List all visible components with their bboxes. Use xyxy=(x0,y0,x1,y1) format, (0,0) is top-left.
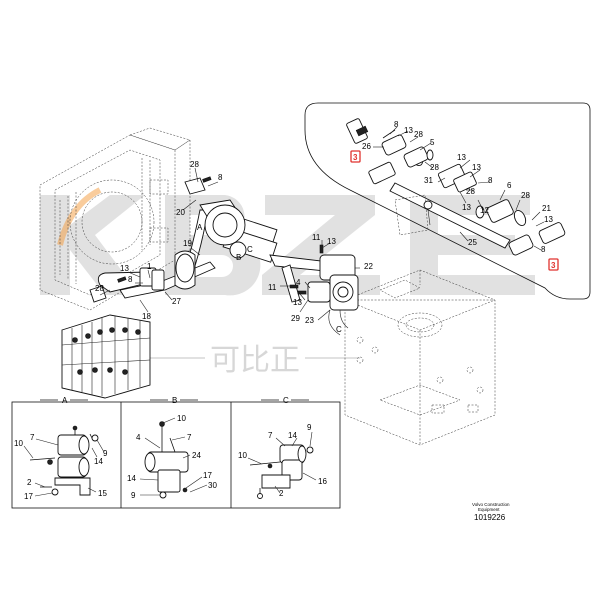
inset-callouts: 3 3 xyxy=(350,150,559,271)
detail-c-label-10: 10 xyxy=(238,451,247,460)
label-13-center: 13 xyxy=(327,237,336,246)
detail-c-drawing xyxy=(249,444,314,499)
inset-exploded-view: 3 3 8 xyxy=(304,102,591,300)
label-20: 20 xyxy=(176,208,185,217)
watermark-swoosh xyxy=(57,187,102,246)
callout-3-right: 3 xyxy=(551,261,556,270)
label-11: 11 xyxy=(312,233,321,242)
detail-a-label-10: 10 xyxy=(14,439,23,448)
inset-label-5: 5 xyxy=(430,138,435,147)
detail-c-label-14: 14 xyxy=(288,431,297,440)
label-28: 28 xyxy=(190,160,199,169)
control-valve xyxy=(61,314,151,399)
detail-letter-a: A xyxy=(62,396,68,405)
main-piping xyxy=(89,176,359,336)
detail-b-label-4: 4 xyxy=(136,433,141,442)
detail-a-label-9: 9 xyxy=(103,449,108,458)
inset-label-13-right: 13 xyxy=(472,163,481,172)
leader-lines-main xyxy=(99,167,360,321)
label-19: 19 xyxy=(183,239,192,248)
label-18: 18 xyxy=(142,312,151,321)
label-27: 27 xyxy=(172,297,181,306)
detail-b-drawing xyxy=(144,421,189,499)
inset-label-25: 25 xyxy=(468,238,477,247)
inset-label-28-right: 28 xyxy=(466,187,475,196)
label-28-left: 28 xyxy=(95,284,104,293)
detail-letter-c: C xyxy=(283,396,289,405)
detail-c-label-16: 16 xyxy=(318,477,327,486)
watermark-cjk: 可比正 xyxy=(210,343,300,378)
detail-b-label-30: 30 xyxy=(208,481,217,490)
label-section-a: A xyxy=(197,223,203,232)
label-22: 22 xyxy=(364,262,373,271)
label-8-left: 8 xyxy=(128,275,133,284)
inset-label-21: 21 xyxy=(542,204,551,213)
inset-label-6: 6 xyxy=(507,181,512,190)
detail-a-label-14: 14 xyxy=(94,457,103,466)
inset-label-8-mid: 8 xyxy=(488,176,493,185)
label-29: 29 xyxy=(291,314,300,323)
detail-letter-b: B xyxy=(172,396,177,405)
leader-lines-inset xyxy=(373,126,545,251)
label-4: 4 xyxy=(296,278,301,287)
inset-label-31: 31 xyxy=(424,176,433,185)
label-11-lower: 11 xyxy=(268,283,277,292)
inset-part-labels: 8 13 26 28 5 28 13 31 13 8 28 13 12 6 28… xyxy=(362,120,553,254)
drawing-footer: Volvo Construction Equipment 1019226 xyxy=(472,502,510,522)
inset-label-28-far: 28 xyxy=(521,191,530,200)
inset-label-13-far: 13 xyxy=(544,215,553,224)
main-part-labels: 28 8 20 19 A B C 13 1 8 28 27 18 11 13 1… xyxy=(95,160,373,334)
label-1: 1 xyxy=(147,262,152,271)
inset-label-8: 8 xyxy=(394,120,399,129)
callout-3-left: 3 xyxy=(353,153,358,162)
label-section-b: B xyxy=(236,253,241,262)
detail-a-label-7: 7 xyxy=(30,433,35,442)
inset-label-28: 28 xyxy=(414,130,423,139)
detail-frame xyxy=(11,401,341,509)
detail-c-label-7: 7 xyxy=(268,431,273,440)
detail-b-label-17: 17 xyxy=(203,471,212,480)
label-23: 23 xyxy=(305,316,314,325)
label-13-lower: 13 xyxy=(293,298,302,307)
detail-b-label-10: 10 xyxy=(177,414,186,423)
inset-label-13-low: 13 xyxy=(462,203,471,212)
detail-a-label-17: 17 xyxy=(24,492,33,501)
detail-a-drawing xyxy=(29,425,99,496)
detail-b-label-24: 24 xyxy=(192,451,201,460)
inset-label-28-mid: 28 xyxy=(430,163,439,172)
inset-label-13: 13 xyxy=(404,126,413,135)
drawing-number: 1019226 xyxy=(474,513,506,522)
inset-label-26: 26 xyxy=(362,142,371,151)
brand-line-1: Volvo Construction xyxy=(472,502,510,507)
label-13: 13 xyxy=(120,264,129,273)
detail-b-label-14: 14 xyxy=(127,474,136,483)
inset-label-12: 12 xyxy=(480,206,489,215)
brand-line-2: Equipment xyxy=(478,507,500,512)
detail-a-label-2: 2 xyxy=(27,478,32,487)
label-section-c-lower: C xyxy=(336,325,342,334)
detail-c-label-2: 2 xyxy=(279,489,284,498)
detail-a-label-15: 15 xyxy=(98,489,107,498)
inset-label-13-mid: 13 xyxy=(457,153,466,162)
label-8: 8 xyxy=(218,173,223,182)
inset-label-8-far: 8 xyxy=(541,245,546,254)
detail-b-label-7: 7 xyxy=(187,433,192,442)
inset-frame xyxy=(304,102,591,300)
label-section-c: C xyxy=(247,245,253,254)
inset-parts xyxy=(346,118,566,256)
detail-panels: A B C 10 7 14 9 xyxy=(11,396,341,509)
detail-b-label-9: 9 xyxy=(131,491,136,500)
hydraulic-tank xyxy=(344,269,496,446)
watermark-logo-e xyxy=(410,195,535,295)
detail-c-label-9: 9 xyxy=(307,423,312,432)
